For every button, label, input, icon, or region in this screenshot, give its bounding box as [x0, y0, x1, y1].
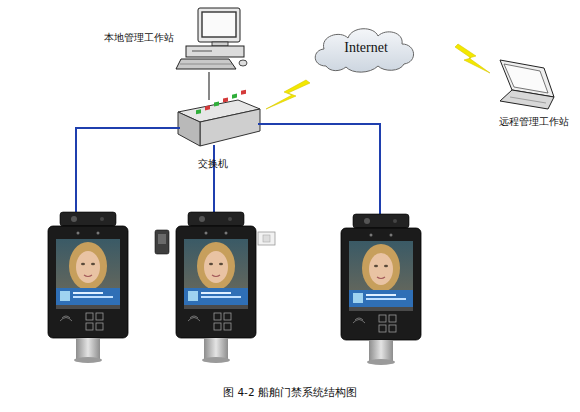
card-reader-face [158, 234, 166, 244]
card-reader [155, 230, 169, 254]
node-label: Internet [318, 40, 414, 56]
node-label: 远程管理工作站 [496, 116, 572, 128]
workstation-node: 远程管理工作站 [490, 58, 572, 132]
face-terminal [341, 214, 421, 365]
laptop-computer [500, 60, 554, 109]
network-switch [178, 90, 260, 146]
face-terminal [48, 212, 128, 363]
node-label: 本地管理工作站 [104, 32, 178, 44]
wireless-bolt [455, 44, 490, 73]
workstation-node: 本地管理工作站 [104, 6, 246, 72]
figure-caption: 图 4-2 船舶门禁系统结构图 [0, 386, 580, 400]
node-label: 交换机 [198, 158, 248, 170]
wireless-bolt [266, 80, 310, 109]
exit-button [258, 232, 275, 245]
switch-node: 交换机 [172, 100, 262, 174]
internet-cloud [315, 29, 413, 72]
desktop-computer [176, 8, 247, 69]
cloud-node: Internet [318, 30, 414, 68]
network-cable [76, 124, 380, 215]
face-terminal [176, 212, 256, 363]
exit-button-key [263, 235, 270, 242]
network-link [208, 72, 210, 100]
